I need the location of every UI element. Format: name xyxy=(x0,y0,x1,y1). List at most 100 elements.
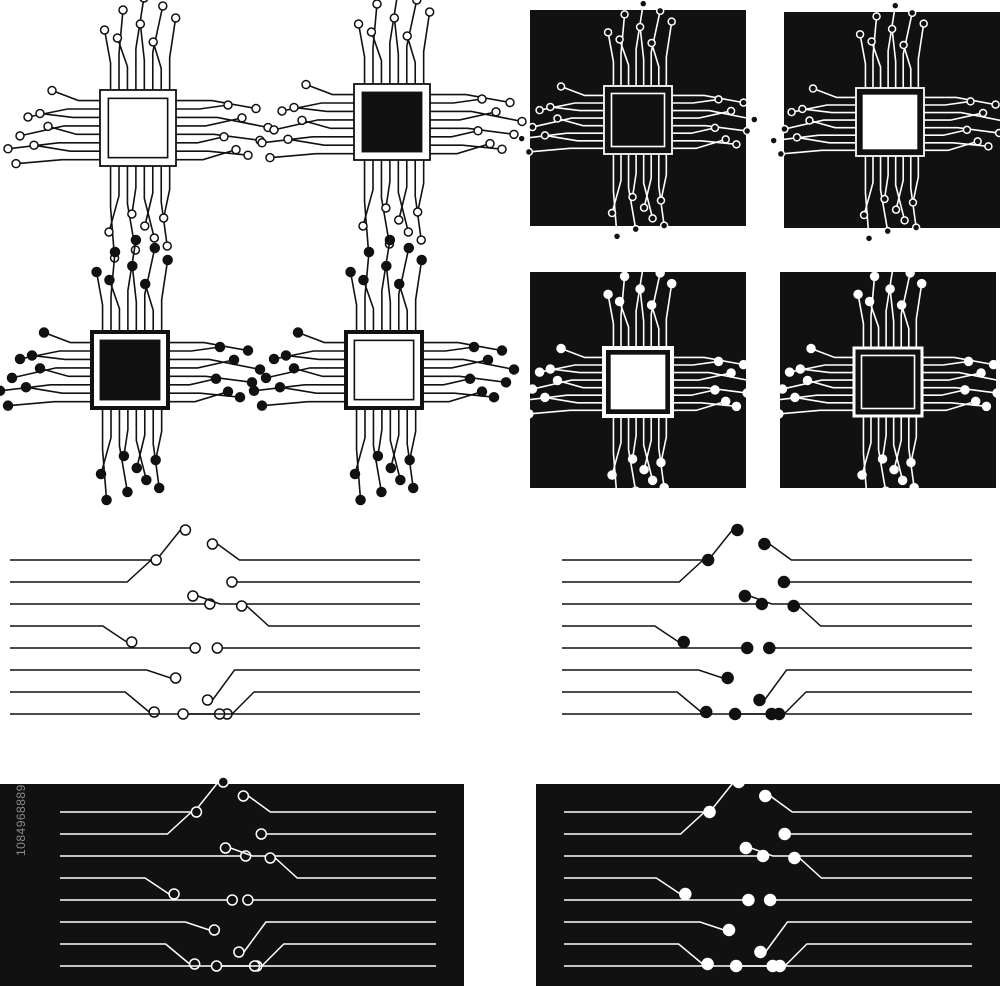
chip-trace xyxy=(864,156,870,239)
chip-trace xyxy=(557,379,604,389)
chip-trace xyxy=(176,133,261,142)
chip-pad xyxy=(231,144,241,155)
chip-pad xyxy=(505,97,515,108)
chip-pad xyxy=(366,27,377,37)
chip-pad xyxy=(150,454,161,466)
chip-pad xyxy=(222,386,234,397)
chip-pad xyxy=(412,0,422,5)
chip-trace xyxy=(357,23,366,84)
chip-pad xyxy=(648,214,657,223)
trace-pad xyxy=(778,827,791,841)
trace-line-right xyxy=(764,921,972,953)
trace-line-right xyxy=(769,795,972,813)
chip-pad xyxy=(524,147,534,157)
chip-pad xyxy=(517,116,527,127)
chip-trace xyxy=(363,160,370,253)
chip-trace xyxy=(176,117,243,127)
chip-pad xyxy=(534,367,545,377)
chip-pad xyxy=(732,140,741,149)
chip-trace xyxy=(160,259,169,332)
chip-pad xyxy=(509,129,519,140)
trace-line-left xyxy=(562,669,723,679)
chip-trace xyxy=(408,408,417,461)
chip-pad xyxy=(991,100,1000,109)
chip-trace xyxy=(883,156,889,200)
chip-trace xyxy=(398,283,409,332)
chip-trace xyxy=(650,42,660,86)
chip-trace xyxy=(528,147,604,153)
chip-trace xyxy=(665,21,673,86)
chip-pad xyxy=(353,19,364,29)
chip-pad xyxy=(750,115,759,124)
chip-trace xyxy=(607,32,615,86)
chip-trace xyxy=(176,116,269,129)
chip-pad xyxy=(395,474,406,486)
chip-core xyxy=(361,91,423,153)
chip-pad xyxy=(246,377,258,388)
chip-pad xyxy=(214,341,226,353)
chip-trace xyxy=(870,276,876,348)
chip-pad xyxy=(899,40,908,50)
trace-line-right xyxy=(216,543,420,561)
chip-pad xyxy=(869,271,880,282)
chip-pad xyxy=(891,205,901,214)
chip-pad xyxy=(887,24,897,34)
chip-pad xyxy=(500,377,512,388)
trace-line-left xyxy=(10,625,128,643)
chip-trace xyxy=(168,17,177,90)
chip-trace xyxy=(109,166,116,259)
chip-pad xyxy=(372,450,384,462)
chip-trace xyxy=(861,416,872,476)
chip-trace xyxy=(152,41,163,90)
chip-pad xyxy=(516,395,527,406)
chip-pad xyxy=(769,136,778,145)
chip-pad xyxy=(358,221,368,231)
chip-trace xyxy=(422,359,489,369)
chip-trace xyxy=(390,408,400,469)
chip-pad xyxy=(496,345,508,356)
chip-trace xyxy=(381,239,391,332)
chip-trace xyxy=(672,356,744,366)
chip-pad xyxy=(424,7,435,17)
trace-pad xyxy=(758,537,771,551)
chip-pad xyxy=(776,149,786,159)
chip-pad xyxy=(162,254,173,266)
trace-line-left xyxy=(564,811,706,835)
chip-pad xyxy=(777,384,788,394)
chip-trace xyxy=(611,416,622,476)
chip-trace xyxy=(301,119,354,130)
chip-pad xyxy=(864,234,874,243)
chip-trace xyxy=(127,239,137,332)
chip-pad xyxy=(603,289,613,300)
trace-line-right xyxy=(246,605,420,627)
chip-trace xyxy=(414,160,423,241)
chip-pad xyxy=(738,359,749,370)
chip-pad xyxy=(545,364,556,374)
chip-icon-solid-pins-dark-core xyxy=(0,234,266,506)
chip-pad xyxy=(34,363,46,374)
chip-pad xyxy=(141,474,152,486)
chip-pad xyxy=(384,234,396,246)
trace-pad xyxy=(211,642,224,654)
chip-pad xyxy=(524,409,534,419)
chip-trace xyxy=(305,83,354,96)
trace-pad xyxy=(753,693,766,707)
chip-pad xyxy=(739,98,748,107)
chip-pad xyxy=(402,31,412,41)
chip-pad xyxy=(47,85,57,96)
chip-pad xyxy=(635,284,645,294)
chip-pad xyxy=(228,354,240,366)
chip-trace xyxy=(796,136,856,144)
trace-pad xyxy=(188,958,201,970)
chip-trace xyxy=(917,23,925,88)
chip-trace xyxy=(422,375,507,384)
chip-icon-dark-tile-hollow xyxy=(517,0,759,241)
chip-pad xyxy=(787,107,796,117)
chip-pad xyxy=(907,8,917,18)
trace-line-right xyxy=(274,857,436,879)
chip-trace xyxy=(430,142,491,155)
chip-pad xyxy=(659,221,669,230)
chip-pad xyxy=(546,102,555,112)
chip-trace xyxy=(131,265,138,332)
chip-pad xyxy=(149,233,160,243)
